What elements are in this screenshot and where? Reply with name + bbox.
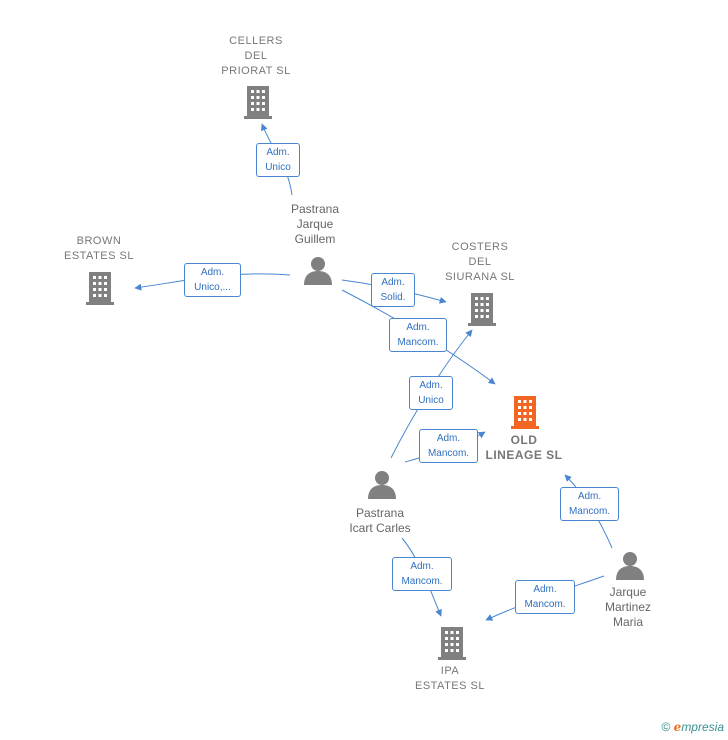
empresia-brand-text: mpresia (681, 720, 724, 734)
edge-label-guillem-oldlineage: Adm. Mancom. (389, 318, 447, 352)
company-label-old-lineage[interactable]: OLD LINEAGE SL (485, 433, 563, 462)
company-label-brown[interactable]: BROWN ESTATES SL (63, 235, 134, 262)
person-icon[interactable] (616, 552, 644, 580)
company-label-costers[interactable]: COSTERS DEL SIURANA SL (445, 241, 515, 283)
copyright-symbol: © (661, 720, 671, 734)
empresia-watermark: © empresia (661, 720, 724, 734)
edge-label-guillem-cellers: Adm. Unico (256, 143, 300, 177)
edge-label-carles-oldlineage: Adm. Mancom. (419, 429, 478, 463)
company-label-ipa[interactable]: IPA ESTATES SL (414, 665, 485, 692)
company-label-cellers[interactable]: CELLERS DEL PRIORAT SL (221, 35, 291, 77)
person-icon[interactable] (368, 471, 396, 499)
building-icon-focus[interactable] (511, 396, 539, 429)
building-icon[interactable] (243, 84, 273, 119)
person-label-maria[interactable]: Jarque Martinez Maria (604, 585, 651, 629)
person-label-guillem[interactable]: Pastrana Jarque Guillem (290, 202, 340, 246)
edge-label-carles-costers: Adm. Unico (409, 376, 453, 410)
person-icon[interactable] (304, 257, 332, 285)
edge-label-maria-oldlineage: Adm. Mancom. (560, 487, 619, 521)
building-icon[interactable] (468, 293, 496, 326)
edge-label-maria-ipa: Adm. Mancom. (515, 580, 575, 614)
building-icon[interactable] (438, 627, 466, 660)
edge-label-carles-ipa: Adm. Mancom. (392, 557, 452, 591)
building-icon[interactable] (86, 272, 114, 305)
edge-label-guillem-costers: Adm. Solid. (371, 273, 415, 307)
edge-label-guillem-brown: Adm. Unico,... (184, 263, 241, 297)
person-label-carles[interactable]: Pastrana Icart Carles (349, 506, 411, 535)
empresia-logo-e: e (673, 720, 682, 734)
